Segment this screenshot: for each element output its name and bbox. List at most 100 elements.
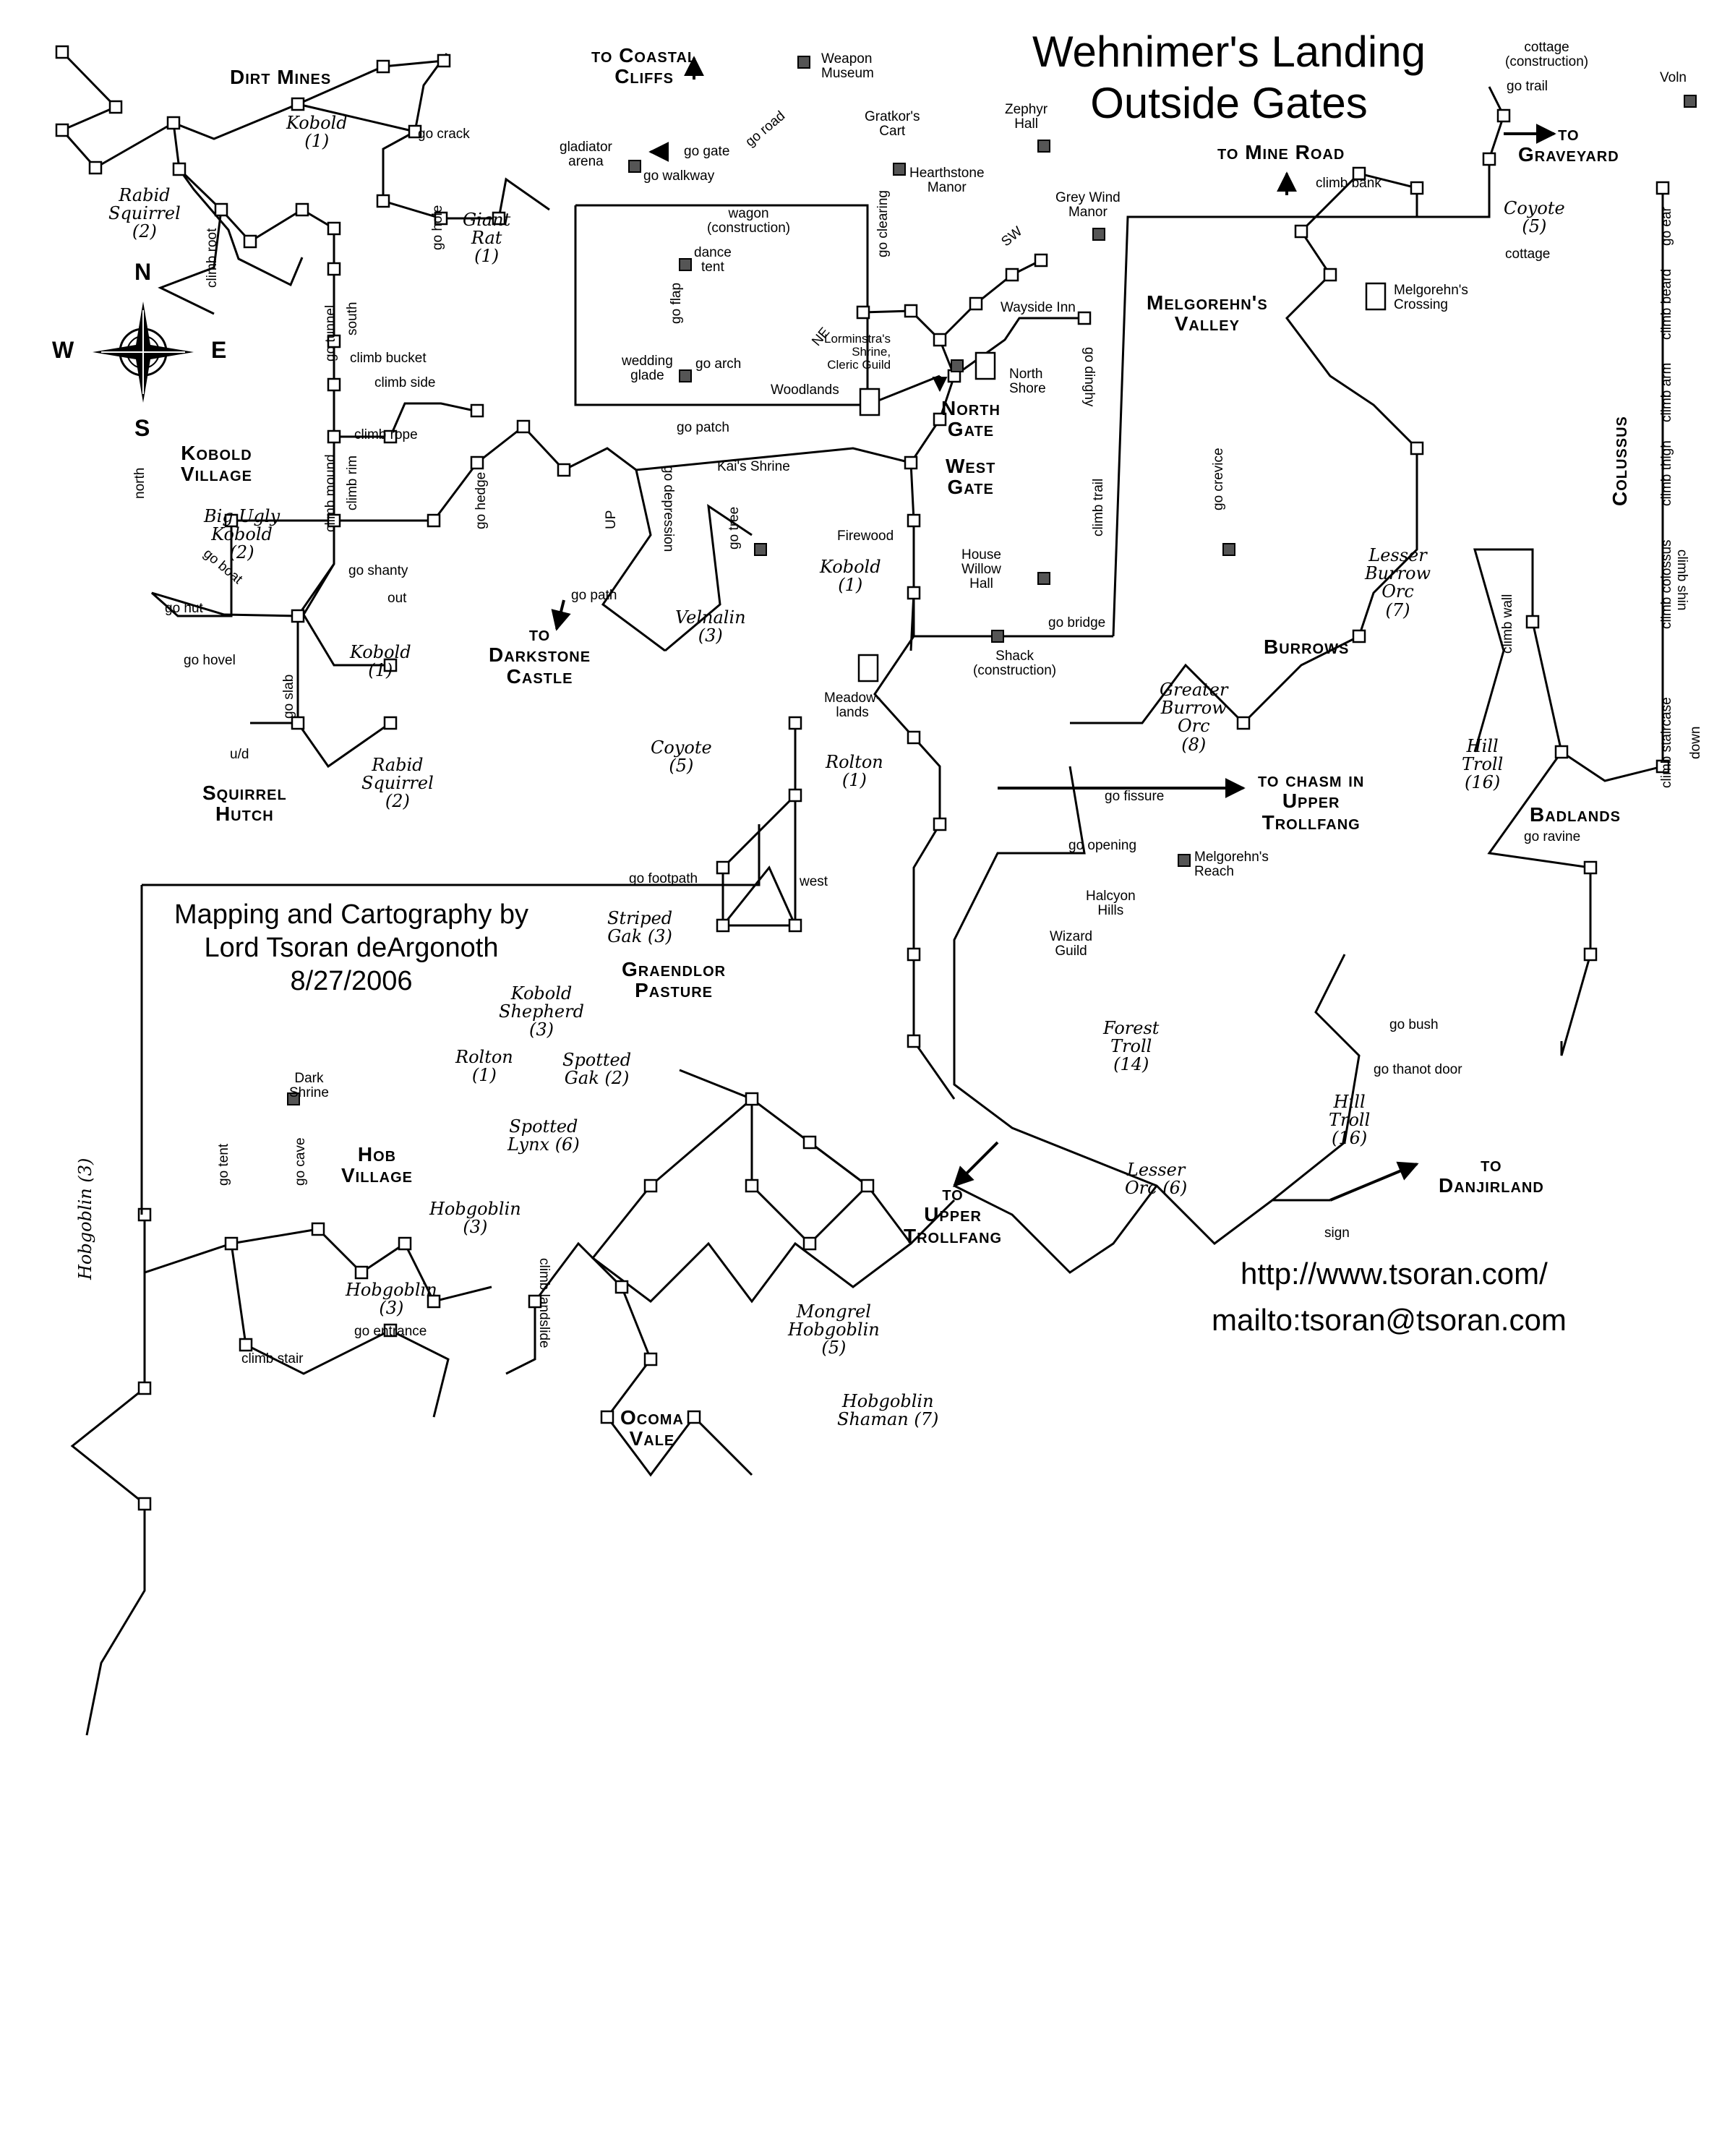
cmd-climb-colossus: climb colossus	[1659, 539, 1674, 629]
place-melgorehns-reach-l2: Reach	[1194, 863, 1234, 879]
creature-lesser-burrow-orc-l1: Lesser	[1368, 545, 1427, 565]
gate-markers	[857, 282, 1387, 683]
cmd-climb-staircase: climb staircase	[1659, 697, 1674, 788]
area-kobold-village-l2: Village	[181, 463, 253, 486]
cmd-ud: u/d	[230, 747, 249, 762]
place-wizard-guild-l2: Guild	[1055, 943, 1087, 959]
cmd-up: UP	[604, 510, 619, 529]
area-to-graveyard-l2: Graveyard	[1518, 143, 1619, 166]
creature-giant-rat-l3: (1)	[474, 246, 500, 267]
area-to-darkstone-castle: to Darkstone Castle	[489, 623, 591, 688]
place-gladiator-arena-l1: gladiator	[560, 140, 612, 155]
place-zephyr-hall: Zephyr Hall	[1005, 103, 1048, 132]
cmd-go-tent: go tent	[216, 1143, 231, 1186]
cmd-climb-trail: climb trail	[1091, 478, 1106, 536]
area-melgorehns-valley: Melgorehn's Valley	[1147, 292, 1268, 335]
cmd-climb-wall: climb wall	[1500, 594, 1515, 654]
creature-hobgoblin-hv: Hobgoblin (3)	[429, 1199, 521, 1236]
place-cottage-construction-l2: (construction)	[1505, 54, 1589, 69]
cmd-go-tunnel: go tunnel	[323, 304, 338, 362]
place-wagon-l2: (construction)	[707, 220, 791, 236]
area-to-graveyard: to Graveyard	[1518, 123, 1619, 166]
cmd-go-crack: go crack	[418, 127, 470, 142]
place-melgorehns-reach: Melgorehn's Reach	[1194, 850, 1269, 879]
creature-spotted-lynx-l1: Spotted	[509, 1116, 578, 1137]
place-halcyon-hills-l1: Halcyon	[1086, 889, 1136, 904]
area-north-gate-l2: Gate	[947, 418, 995, 441]
area-to-danjirland-l1: to	[1481, 1153, 1502, 1176]
cmd-out: out	[387, 591, 407, 606]
area-burrows: Burrows	[1264, 636, 1350, 658]
place-wizard-guild: Wizard Guild	[1050, 930, 1092, 959]
place-weapon-museum-l1: Weapon	[821, 51, 873, 67]
place-halcyon-hills: Halcyon Hills	[1086, 889, 1136, 918]
area-north-gate: North Gate	[941, 398, 1001, 440]
website-link[interactable]: http://www.tsoran.com/	[1241, 1257, 1548, 1291]
area-north-gate-l1: North	[941, 397, 1001, 419]
creature-kobold-dm-level: (1)	[304, 131, 330, 152]
cmd-climb-stair: climb stair	[241, 1351, 304, 1366]
creature-kobold-shepherd: Kobold Shepherd (3)	[499, 983, 584, 1040]
cmd-go-cave: go cave	[293, 1137, 308, 1186]
cmd-climb-mound: climb mound	[323, 454, 338, 532]
exit-arrows	[551, 56, 1556, 1202]
creature-greater-burrow-orc-l3: Orc	[1177, 716, 1210, 737]
cmd-go-hole: go hole	[430, 205, 445, 250]
place-cottage: cottage	[1505, 247, 1551, 262]
place-grey-wind-manor: Grey Wind Manor	[1055, 191, 1121, 220]
cmd-climb-bank: climb bank	[1316, 176, 1381, 191]
area-hob-village: Hob Village	[341, 1144, 413, 1186]
creature-hobgoblin-hv-name: Hobgoblin	[429, 1199, 521, 1219]
place-melgorehns-reach-l1: Melgorehn's	[1194, 850, 1269, 865]
cmd-go-bush: go bush	[1389, 1017, 1439, 1032]
creature-kobold-shepherd-l1: Kobold	[510, 983, 573, 1004]
area-to-upper-trollfang: to Upper Trollfang	[904, 1183, 1003, 1247]
creature-hobgoblin-hv2-level: (3)	[379, 1298, 404, 1319]
area-to-upper-trollfang-l3: Trollfang	[904, 1224, 1003, 1247]
email-link[interactable]: mailto:tsoran@tsoran.com	[1212, 1303, 1567, 1337]
place-wedding-glade: wedding glade	[622, 354, 673, 383]
area-to-danjirland-l2: Danjirland	[1439, 1174, 1544, 1197]
creature-hill-troll-bad-l1: Hill	[1466, 736, 1499, 756]
creature-greater-burrow-orc-l2: Burrow	[1160, 698, 1227, 719]
area-to-darkstone-castle-l2: Darkstone	[489, 643, 591, 667]
place-shack: Shack (construction)	[973, 649, 1056, 678]
creature-kobold-kv-name: Kobold	[350, 642, 411, 662]
area-west-gate: West Gate	[946, 455, 995, 498]
cmd-climb-root: climb root	[205, 228, 220, 288]
creature-hill-troll-bad-l2: Troll	[1462, 754, 1504, 775]
area-colussus: Colussus	[1608, 416, 1631, 506]
creature-spotted-gak-l1: Spotted	[562, 1050, 632, 1070]
place-dance-tent-l2: tent	[701, 259, 724, 275]
area-to-chasm: to chasm in Upper Trollfang	[1258, 769, 1364, 834]
area-kobold-village-l1: Kobold	[181, 442, 252, 464]
cmd-down: down	[1688, 726, 1703, 759]
creature-mongrel-hobgoblin: Mongrel Hobgoblin (5)	[788, 1302, 880, 1358]
creature-rabid-squirrel-dm-l3: (2)	[132, 221, 157, 242]
creature-rabid-squirrel-dm: Rabid Squirrel (2)	[108, 186, 181, 242]
creature-hobgoblin-shaman: Hobgoblin Shaman (7)	[837, 1392, 938, 1429]
creature-giant-rat: Giant Rat (1)	[463, 210, 510, 267]
cmd-go-clearing: go clearing	[875, 190, 891, 257]
area-squirrel-hutch-l2: Hutch	[215, 803, 274, 826]
place-shack-l2: (construction)	[973, 662, 1057, 678]
map-title-line2: Outside Gates	[1090, 79, 1368, 127]
place-melgorehns-crossing-l1: Melgorehn's	[1394, 283, 1468, 298]
cmd-sign: sign	[1324, 1225, 1350, 1241]
cmd-climb-thigh: climb thigh	[1659, 440, 1674, 506]
cmd-go-hut: go hut	[165, 601, 203, 616]
creature-hobgoblin-hv2: Hobgoblin (3)	[346, 1280, 437, 1319]
place-weapon-museum-l2: Museum	[821, 65, 874, 81]
creature-spotted-lynx-l2: Lynx (6)	[507, 1134, 580, 1155]
place-shack-l1: Shack	[995, 649, 1034, 664]
cmd-go-hedge: go hedge	[474, 471, 489, 529]
cmd-go-tree: go tree	[727, 506, 742, 549]
creature-lesser-orc-l1: Lesser	[1126, 1160, 1186, 1180]
cmd-go-crevice: go crevice	[1211, 448, 1226, 510]
cmd-go-thanot-door: go thanot door	[1374, 1062, 1462, 1077]
place-lorminstra-l2: Shrine,	[852, 344, 891, 359]
creature-striped-gak: Striped Gak (3)	[607, 909, 672, 946]
credit-line1: Mapping and Cartography by	[174, 899, 529, 930]
cmd-go-gate: go gate	[684, 144, 730, 159]
rooms	[55, 45, 1670, 1511]
